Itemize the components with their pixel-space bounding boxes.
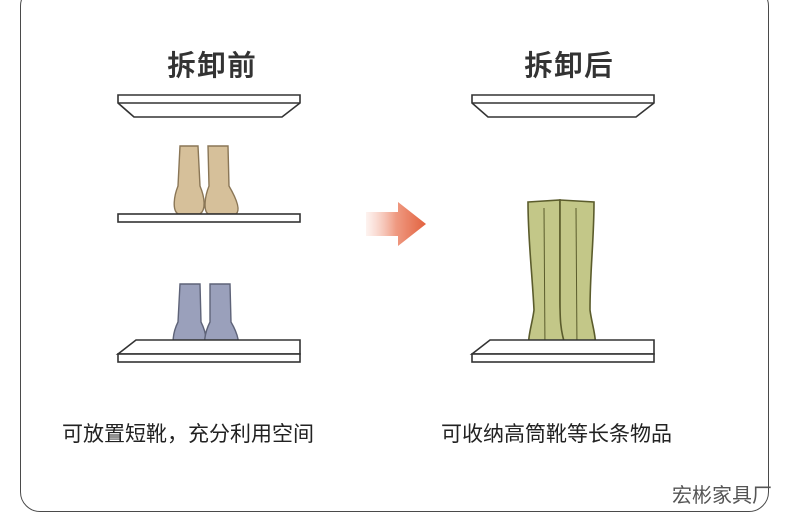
before-title: 拆卸前 [167,49,258,82]
content-frame [20,0,769,512]
shelf-top-right [471,94,655,118]
shelf-top-left [117,94,301,118]
short-boots-gray [172,283,240,351]
after-caption: 可收纳高筒靴等长条物品 [441,422,672,446]
shelf-middle-left [117,213,301,223]
after-title: 拆卸后 [524,49,615,82]
before-caption: 可放置短靴，充分利用空间 [62,422,314,446]
watermark: 宏彬家具厂 [672,483,772,507]
short-boots-tan [173,145,239,215]
shelf-bottom-right [469,339,655,363]
tall-boots-green [527,199,597,356]
arrow-right-icon [366,202,426,246]
shelf-bottom-left [115,339,301,363]
